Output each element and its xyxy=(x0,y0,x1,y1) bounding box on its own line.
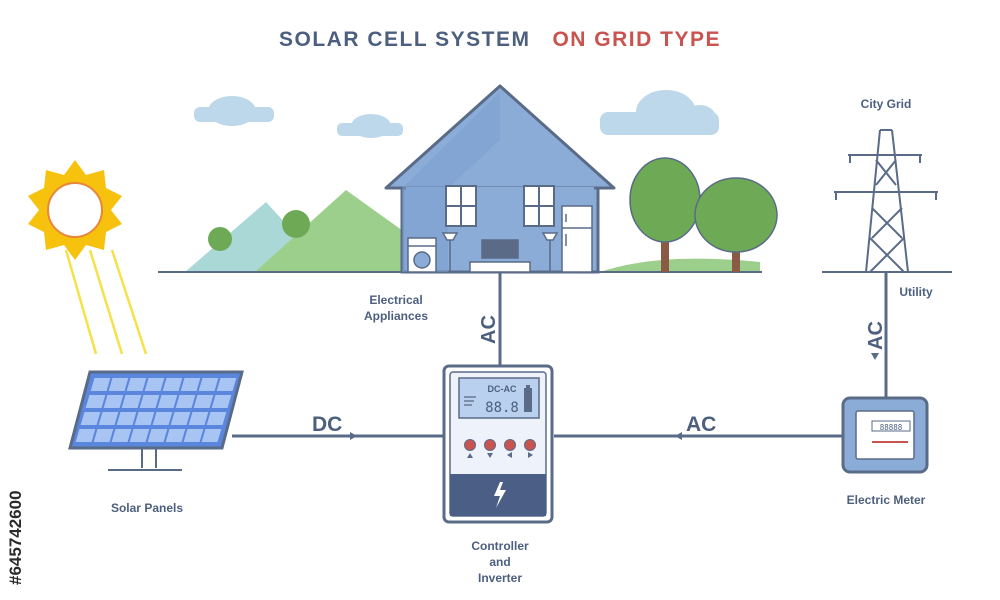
solar-cell xyxy=(170,412,191,425)
solar-cell xyxy=(126,378,147,391)
solar-cell xyxy=(188,412,209,425)
window-icon xyxy=(523,185,555,227)
solar-cell xyxy=(144,378,165,391)
solar-cell xyxy=(85,395,106,408)
solar-cell xyxy=(139,395,160,408)
solar-cell xyxy=(103,395,124,408)
solar-cell xyxy=(180,378,201,391)
label-solar-panels: Solar Panels xyxy=(110,501,184,515)
ac-flow-label-left: AC xyxy=(686,413,717,436)
solar-cell xyxy=(121,395,142,408)
title-main: SOLAR CELL SYSTEM xyxy=(279,28,531,51)
solar-cell xyxy=(157,395,178,408)
wires xyxy=(232,272,888,438)
tree-icon xyxy=(694,177,778,272)
cloud-icon xyxy=(600,90,719,135)
solar-cell xyxy=(111,429,132,442)
solar-cell xyxy=(183,429,204,442)
solar-cell xyxy=(216,378,237,391)
meter-reading-text: 88888 xyxy=(880,423,903,432)
label-line: and xyxy=(489,555,511,569)
bushes xyxy=(208,210,310,251)
solar-cell xyxy=(75,429,96,442)
inverter-icon xyxy=(442,364,554,524)
solar-cell xyxy=(152,412,173,425)
tree-icon xyxy=(629,157,701,272)
washing-machine-icon xyxy=(407,237,437,273)
solar-cell xyxy=(201,429,222,442)
electric-meter-icon xyxy=(841,396,929,474)
hills xyxy=(185,190,760,272)
sun-rays xyxy=(64,249,148,355)
transmission-tower-icon xyxy=(834,129,938,273)
refrigerator-icon xyxy=(561,205,593,273)
inverter-mode-text: DC-AC xyxy=(488,384,517,394)
arrow-icon xyxy=(350,353,879,440)
cloud-icon xyxy=(337,114,403,138)
solar-cell xyxy=(80,412,101,425)
label-line: Appliances xyxy=(363,309,429,323)
solar-cell xyxy=(90,378,111,391)
solar-cell xyxy=(198,378,219,391)
lamp-icon xyxy=(441,232,459,272)
solar-cell xyxy=(116,412,137,425)
lamp-icon xyxy=(541,232,559,272)
solar-cell xyxy=(206,412,227,425)
ac-flow-label-vertical: AC xyxy=(865,321,887,350)
solar-cell xyxy=(98,412,119,425)
page-title: SOLAR CELL SYSTEM ON GRID TYPE xyxy=(0,28,1000,52)
label-city-grid: City Grid xyxy=(860,97,912,111)
ac-flow-label-up: AC xyxy=(478,315,500,344)
label-utility: Utility xyxy=(899,285,933,299)
solar-cell xyxy=(193,395,214,408)
solar-panel-icon xyxy=(68,370,244,471)
solar-cell xyxy=(175,395,196,408)
label-electrical-appliances: Electrical Appliances xyxy=(346,292,446,324)
solar-cell xyxy=(129,429,150,442)
stock-id-text: #645742600 xyxy=(6,490,25,585)
cloud-icon xyxy=(194,96,274,126)
tv-icon xyxy=(469,239,531,273)
inverter-reading-text: 88.8 xyxy=(485,400,519,416)
sun-icon xyxy=(28,160,122,260)
label-line: Electrical xyxy=(369,293,423,307)
solar-cell xyxy=(93,429,114,442)
label-electric-meter: Electric Meter xyxy=(846,493,926,507)
solar-cell xyxy=(211,395,232,408)
solar-cell xyxy=(108,378,129,391)
label-controller-inverter: Controller and Inverter xyxy=(448,538,552,586)
label-line: Inverter xyxy=(477,571,523,585)
solar-cell xyxy=(134,412,155,425)
window-icon xyxy=(445,185,477,227)
solar-cell xyxy=(165,429,186,442)
title-type: ON GRID TYPE xyxy=(552,28,721,51)
solar-cell xyxy=(162,378,183,391)
dc-flow-label: DC xyxy=(312,413,343,436)
label-line: Controller xyxy=(471,539,529,553)
solar-cell xyxy=(147,429,168,442)
